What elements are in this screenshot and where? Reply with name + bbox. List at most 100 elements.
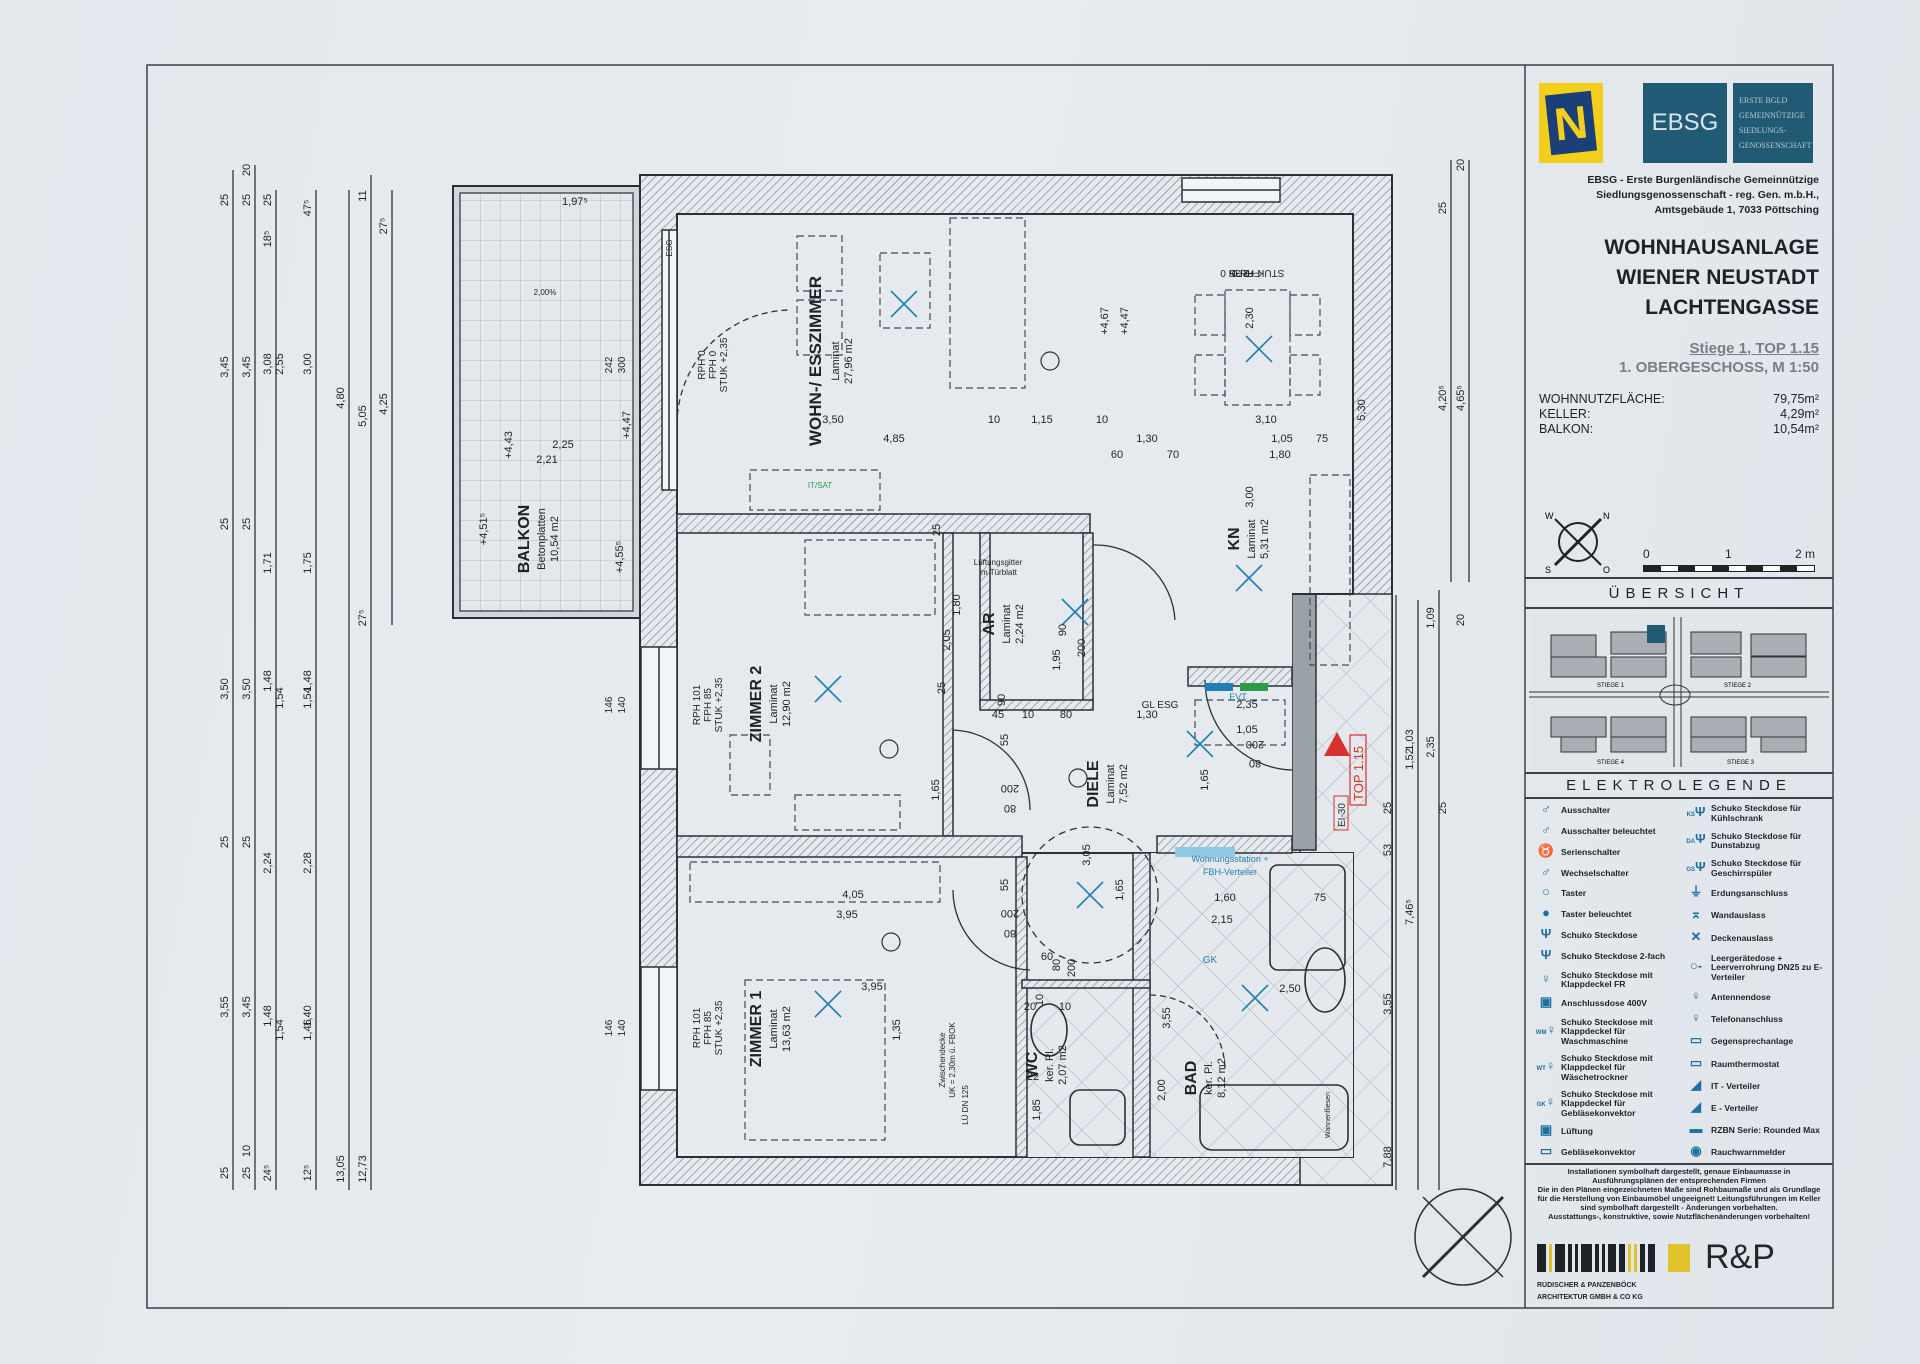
legend-label: Schuko Steckdose für Geschirrspüler	[1711, 858, 1802, 878]
legend-symbol-icon: WT♀	[1536, 1058, 1556, 1074]
legend-label: Lüftung	[1561, 1126, 1593, 1137]
floor-scale-label: 1. OBERGESCHOSS, M 1:50	[1618, 359, 1819, 376]
dimension-label: 1,48	[302, 670, 314, 691]
legend-item: WT♀Schuko Steckdose mit Klappdeckel für …	[1531, 1053, 1681, 1083]
room-name: ZIMMER 1	[748, 991, 765, 1068]
legend-item: ▬RZBN Serie: Rounded Max	[1681, 1122, 1829, 1138]
ebsg-sub-line: Siedlungs-	[1739, 126, 1787, 135]
dimension-label: 1,15	[1031, 414, 1052, 426]
ceiling-outlet-icon	[1186, 730, 1214, 758]
legend-label: Taster beleuchtet	[1561, 909, 1632, 920]
legend-label: Antennendose	[1711, 991, 1771, 1002]
dimension-label: 200	[1246, 738, 1264, 750]
divider	[1525, 1163, 1833, 1165]
room-floor: Laminat	[1105, 764, 1117, 803]
dimension-label: 1,95	[1051, 649, 1063, 670]
divider	[1525, 772, 1833, 774]
noe-logo-letter: N	[1544, 90, 1598, 156]
address-line: Siedlungsgenossenschaft - reg. Gen. m.b.…	[1596, 189, 1819, 201]
glass-note: ESG	[665, 240, 674, 257]
dimension-label: 25	[219, 836, 231, 848]
logos: N EBSG Erste Bgld Gemeinnützige Siedlung…	[1539, 83, 1821, 167]
dimension-label: 1,40	[302, 1005, 314, 1026]
dimension-label: 3,00	[302, 353, 314, 374]
dimension-label: 1,65	[1114, 879, 1126, 900]
window-spec: STUK +2,35	[714, 1000, 725, 1055]
dimension-label: 20	[1024, 1001, 1036, 1013]
dimension-label: 55	[999, 879, 1011, 891]
legend-item: ♂Ausschalter beleuchtet	[1531, 823, 1681, 839]
dimension-label: 10	[241, 1145, 253, 1157]
dimension-label: 7,88	[1382, 1146, 1394, 1167]
dimension-label: 25	[219, 1167, 231, 1179]
ebsg-sub-line: Erste Bgld	[1739, 96, 1788, 105]
ebsg-logo: EBSG	[1643, 83, 1727, 163]
legend-item: ▭Gegensprechanlage	[1681, 1034, 1829, 1049]
dimension-label: 1,80	[951, 594, 963, 615]
legend-label: Schuko Steckdose	[1561, 930, 1638, 941]
dimension-label: 1,97⁵	[562, 196, 588, 208]
north-arrow-icon	[1414, 1188, 1512, 1286]
dimension-label: 1,54	[274, 687, 286, 708]
legend-label: Wechselschalter	[1561, 867, 1629, 878]
legend-symbol-icon: ▭	[1539, 1143, 1553, 1159]
dimension-label: +4,55⁵	[614, 541, 626, 573]
dimension-label: 27⁵	[378, 218, 390, 235]
legend-symbol-icon: Ψ	[1540, 926, 1552, 942]
unit-label: Stiege 1, TOP 1.15	[1689, 340, 1819, 357]
legend-item: ⏚Erdungsanschluss	[1681, 885, 1829, 901]
room-area: 5,31 m2	[1259, 519, 1271, 559]
area-row: WOHNNUTZFLÄCHE:79,75m²	[1539, 392, 1819, 407]
legend-symbol-icon: ♀	[1691, 987, 1701, 1003]
room-area: 8,12 m2	[1216, 1058, 1228, 1098]
dimension-label: 20	[1455, 614, 1467, 626]
dimension-label: 1,60	[1214, 892, 1235, 904]
ceiling-outlet-icons	[814, 290, 1273, 1018]
room-name: WOHN-/ ESSZIMMER	[806, 276, 825, 446]
ceiling-outlet-icon	[814, 990, 842, 1018]
legend-item: ♀ Antennendose	[1681, 987, 1829, 1005]
legend-symbol-icon: ♀	[1691, 1010, 1701, 1026]
drawing-frame	[146, 64, 1834, 1309]
architect-line: ARCHITEKTUR GMBH & CO KG	[1537, 1294, 1643, 1301]
convector-note: GK	[1203, 955, 1218, 966]
dimension-label: 25	[1437, 802, 1449, 814]
duct-note: LÜ DN 125	[961, 1085, 970, 1125]
dimension-label: 10	[1034, 994, 1046, 1006]
legend-label: Schuko Steckdose für Dunstabzug	[1711, 830, 1802, 851]
legend-item: ♂Wechselschalter	[1531, 865, 1681, 881]
divider	[1525, 607, 1833, 609]
room-floor: Laminat	[1001, 604, 1013, 643]
window-spec: STUK +2,35	[714, 677, 725, 732]
architect-line: RUDISCHER & PANZENBÖCK	[1537, 1282, 1637, 1289]
window-spec: STUK +2,35	[1229, 267, 1284, 278]
dimension-label: 2,21	[536, 454, 557, 466]
overview-label: STIEGE 2	[1724, 683, 1752, 689]
ceiling-outlet-icon	[1241, 984, 1269, 1012]
dimension-label: 3,95	[836, 909, 857, 921]
legend-item: ✕Deckenauslass	[1681, 930, 1829, 946]
legend-label: Rauchwarnmelder	[1711, 1147, 1786, 1158]
dimension-label: 2,55	[274, 353, 286, 374]
area-summary: WOHNNUTZFLÄCHE:79,75m² KELLER:4,29m² BAL…	[1539, 392, 1819, 437]
dimension-label: 24⁵	[262, 1165, 274, 1182]
area-label: WOHNNUTZFLÄCHE:	[1539, 392, 1665, 406]
dimension-label: 11	[357, 190, 369, 201]
legend-item: ♀Telefonanschluss	[1681, 1010, 1829, 1027]
dimension-label: 3,45	[241, 996, 253, 1017]
legend-item: ●Taster beleuchtet	[1531, 906, 1681, 922]
area-label: KELLER:	[1539, 407, 1591, 421]
dimension-label: 25	[219, 518, 231, 530]
dimension-label: 27⁵	[357, 610, 369, 627]
entrance-tag-text: TOP 1.15	[1351, 746, 1366, 801]
dimension-label: 25	[931, 524, 943, 536]
dimension-label: 5,30	[1356, 399, 1368, 420]
dimension-label: 2,50	[1279, 983, 1300, 995]
dimension-label: 1,30	[1136, 433, 1157, 445]
dimension-label: 75	[1314, 892, 1326, 904]
dimension-label: 3,95	[861, 981, 882, 993]
dimension-label: 3,45	[241, 356, 253, 377]
windows[interactable]	[640, 177, 1281, 1091]
furniture	[689, 217, 1351, 1141]
